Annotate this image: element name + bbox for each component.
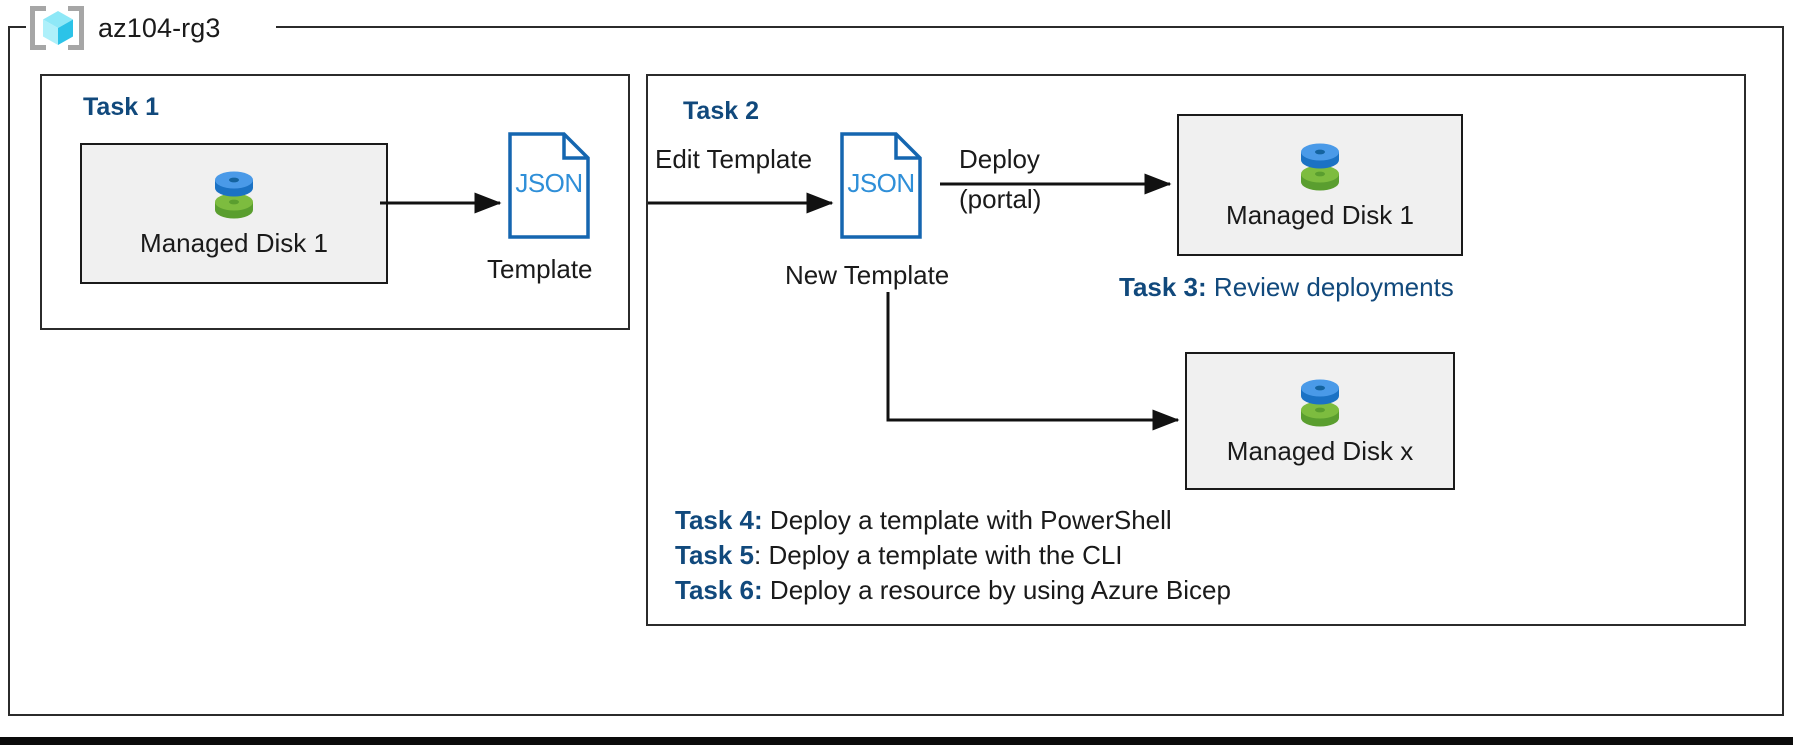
bottom-edge-strip <box>0 737 1793 745</box>
template-caption: Template <box>487 254 593 284</box>
resource-group-cube-icon <box>30 4 84 52</box>
note-task5: Task 5: Deploy a template with the CLI <box>675 540 1123 571</box>
cube-glyph <box>43 11 73 45</box>
task2-panel <box>646 74 1746 626</box>
managed-disk-icon <box>206 168 262 222</box>
note-task3-text: Review deployments <box>1206 272 1454 302</box>
task1-panel <box>40 74 630 330</box>
resource-group-frame <box>8 26 1784 716</box>
new-template-caption: New Template <box>785 260 950 290</box>
resource-box-managed-disk-x: Managed Disk x <box>1185 352 1455 490</box>
resource-label: Managed Disk 1 <box>140 228 328 258</box>
note-task3: Task 3: Review deployments <box>1119 272 1454 303</box>
note-task5-text: : Deploy a template with the CLI <box>754 540 1123 570</box>
edge-label-deploy-portal: (portal) <box>959 184 1042 214</box>
managed-disk-icon <box>1292 376 1348 430</box>
resource-group-header: az104-rg3 <box>30 2 220 54</box>
bracket-left-icon <box>30 6 46 50</box>
resource-box-managed-disk-1-task2: Managed Disk 1 <box>1177 114 1463 256</box>
note-task6-text: Deploy a resource by using Azure Bicep <box>762 575 1231 605</box>
bracket-right-icon <box>68 6 84 50</box>
resource-box-managed-disk-1-task1: Managed Disk 1 <box>80 143 388 284</box>
json-document-text: JSON <box>847 168 915 198</box>
json-document-text: JSON <box>515 168 583 198</box>
task1-heading: Task 1 <box>83 93 159 121</box>
note-task4: Task 4: Deploy a template with PowerShel… <box>675 505 1172 536</box>
json-document-icon-template: JSON <box>508 132 590 239</box>
resource-group-name: az104-rg3 <box>98 12 221 43</box>
task2-heading: Task 2 <box>683 97 759 125</box>
note-task5-tag: Task 5 <box>675 540 755 570</box>
note-task6-tag: Task 6: <box>675 575 763 605</box>
edge-label-edit-template: Edit Template <box>655 144 813 174</box>
resource-label: Managed Disk x <box>1226 435 1414 466</box>
edge-label-deploy: Deploy <box>959 144 1040 174</box>
managed-disk-icon <box>1292 140 1348 194</box>
note-task4-tag: Task 4: <box>675 505 763 535</box>
note-task3-tag: Task 3: <box>1119 272 1207 302</box>
note-task4-text: Deploy a template with PowerShell <box>762 505 1172 535</box>
resource-label: Managed Disk 1 <box>1226 199 1414 230</box>
note-task6: Task 6: Deploy a resource by using Azure… <box>675 575 1231 606</box>
json-document-icon-new-template: JSON <box>840 132 922 239</box>
